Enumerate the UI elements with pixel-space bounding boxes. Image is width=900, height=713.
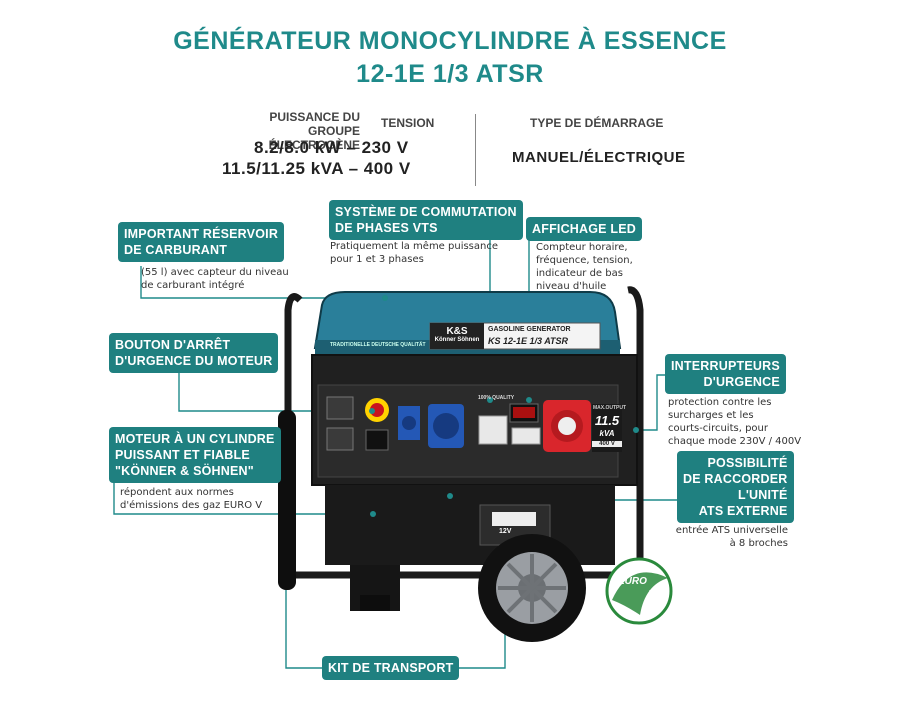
desc-ats-line2: à 8 broches — [729, 538, 788, 549]
desc-breakers-line3: courts-circuits, pour — [668, 423, 768, 434]
desc-breakers: protection contre les surcharges et les … — [668, 396, 801, 448]
desc-breakers-line1: protection contre les — [668, 397, 772, 408]
power-label: PUISSANCE DU GROUPE ÉLECTROGÈNE — [224, 110, 360, 152]
brand-mark: K&S — [446, 326, 468, 337]
euro-v-badge-icon — [605, 557, 673, 625]
max-output-label: MAX.OUTPUT — [593, 405, 627, 411]
tag-ats-line1: POSSIBILITÉ — [707, 456, 788, 470]
tag-breakers-line2: D'URGENCE — [703, 375, 780, 389]
euro-v-text: V — [648, 588, 659, 605]
page-title: GÉNÉRATEUR MONOCYLINDRE À ESSENCE — [173, 27, 727, 55]
desc-led-line4: niveau d'huile — [536, 281, 607, 292]
model-plate-line2: KS 12-1E 1/3 ATSR — [488, 336, 569, 346]
desc-engine-line1: répondent aux normes — [120, 487, 234, 498]
tag-ats-line3: L'UNITÉ — [737, 488, 788, 502]
power-label-line2: GROUPE ÉLECTROGÈNE — [268, 124, 360, 152]
desc-fuel-tank-line1: (55 l) avec capteur du niveau — [141, 267, 289, 278]
tag-led: AFFICHAGE LED — [526, 217, 642, 241]
tag-engine: MOTEUR À UN CYLINDRE PUISSANT ET FIABLE … — [109, 427, 281, 483]
spec-divider — [475, 114, 476, 186]
tagline: TRADITIONELLE DEUTSCHE QUALITÄT — [330, 342, 426, 348]
tag-vts-line2: DE PHASES VTS — [335, 221, 438, 235]
kva-value: 11.5 — [594, 413, 620, 428]
tag-breakers: INTERRUPTEURS D'URGENCE — [665, 354, 786, 394]
tag-breakers-line1: INTERRUPTEURS — [671, 359, 780, 373]
desc-fuel-tank: (55 l) avec capteur du niveau de carbura… — [141, 266, 289, 292]
kva-unit: kVA — [599, 429, 615, 438]
desc-breakers-line2: surcharges et les — [668, 410, 754, 421]
voltage-label: TENSION — [381, 116, 435, 130]
desc-engine: répondent aux normes d'émissions des gaz… — [120, 486, 262, 512]
model-plate-line1: GASOLINE GENERATOR — [488, 326, 571, 333]
tag-engine-line1: MOTEUR À UN CYLINDRE — [115, 432, 275, 446]
tag-fuel-tank-line2: DE CARBURANT — [124, 243, 228, 257]
desc-led: Compteur horaire, fréquence, tension, in… — [536, 241, 633, 293]
tag-engine-line3: "KÖNNER & SÖHNEN" — [115, 464, 254, 478]
brand-sub-2: Söhnen — [457, 337, 480, 343]
euro-text: EURO — [618, 576, 647, 587]
tag-emergency-stop-line1: BOUTON D'ARRÊT — [115, 338, 231, 352]
desc-fuel-tank-line2: de carburant intégré — [141, 280, 245, 291]
kva-volt: 400 V — [592, 441, 622, 447]
page-subtitle-model: 12-1E 1/3 ATSR — [356, 60, 544, 88]
leader-dots — [369, 295, 639, 517]
tag-ats: POSSIBILITÉ DE RACCORDER L'UNITÉ ATS EXT… — [677, 451, 794, 523]
tag-ats-line2: DE RACCORDER — [683, 472, 788, 486]
generator-frame — [278, 286, 644, 642]
desc-vts-line1: Pratiquement la même puissance — [330, 241, 499, 252]
brand-logo: K&S Könner Söhnen — [433, 326, 481, 343]
tag-emergency-stop-line2: D'URGENCE DU MOTEUR — [115, 354, 273, 368]
tag-vts-line1: SYSTÈME DE COMMUTATION — [335, 205, 517, 219]
tag-transport: KIT DE TRANSPORT — [322, 656, 460, 680]
tag-fuel-tank: IMPORTANT RÉSERVOIR DE CARBURANT — [118, 222, 285, 262]
desc-led-line2: fréquence, tension, — [536, 255, 633, 266]
spec-row-1: 8.2/8.0 kW – 230 V — [254, 138, 409, 157]
desc-led-line1: Compteur horaire, — [536, 242, 628, 253]
tag-engine-line2: PUISSANT ET FIABLE — [115, 448, 250, 462]
spec-row-2: 11.5/11.25 kVA – 400 V — [222, 159, 411, 178]
desc-ats-line1: entrée ATS universelle — [675, 525, 788, 536]
tag-ats-line4: ATS EXTERNE — [698, 504, 788, 518]
tag-vts: SYSTÈME DE COMMUTATION DE PHASES VTS — [329, 200, 523, 240]
power-label-line1: PUISSANCE DU — [269, 110, 360, 124]
desc-ats: entrée ATS universelle à 8 broches — [670, 524, 788, 550]
desc-vts-line2: pour 1 et 3 phases — [330, 254, 424, 265]
start-type-value: MANUEL/ÉLECTRIQUE — [512, 149, 686, 166]
tag-fuel-tank-line1: IMPORTANT RÉSERVOIR — [124, 227, 279, 241]
tag-emergency-stop: BOUTON D'ARRÊT D'URGENCE DU MOTEUR — [109, 333, 279, 373]
start-type-label: TYPE DE DÉMARRAGE — [530, 116, 664, 130]
badge-12v: 12V — [499, 528, 512, 535]
quality-label: 100% QUALITY — [478, 395, 515, 401]
desc-engine-line2: d'émissions des gaz EURO V — [120, 500, 263, 511]
desc-breakers-line4: chaque mode 230V / 400V — [668, 436, 802, 447]
brand-sub-1: Könner — [434, 337, 456, 343]
desc-led-line3: indicateur de bas — [536, 268, 623, 279]
desc-vts: Pratiquement la même puissance pour 1 et… — [330, 240, 498, 266]
